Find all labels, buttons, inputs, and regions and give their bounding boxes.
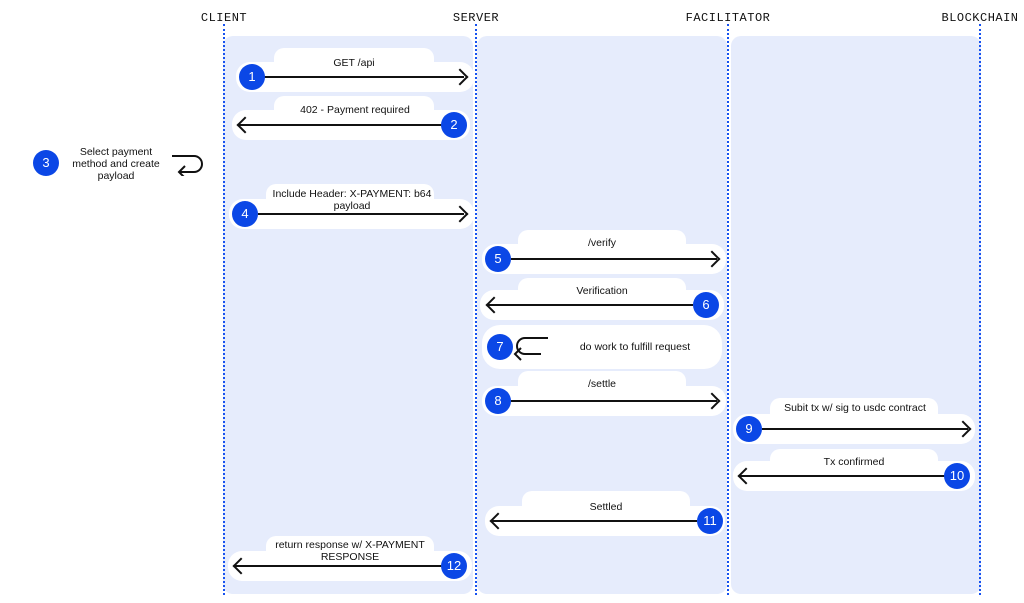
step-number: 12 [441, 553, 467, 579]
step-number: 11 [697, 508, 723, 534]
client-lifeline [223, 24, 225, 595]
message-label: 402 - Payment required [300, 104, 410, 116]
lane-header-facilitator: FACILITATOR [685, 11, 771, 25]
loop-back-icon [513, 337, 548, 361]
blockchain-lifeline [979, 24, 981, 595]
message-label: GET /api [333, 57, 375, 69]
message-label: /settle [587, 378, 616, 390]
step-number: 10 [944, 463, 970, 489]
step-number: 5 [485, 246, 511, 272]
server-lifeline [475, 24, 477, 595]
message-label: return response w/ X-PAYMENT RESPONSE [275, 539, 425, 563]
message-label: /verify [587, 237, 616, 249]
facilitator-lifeline [727, 24, 729, 595]
message-label: Subit tx w/ sig to usdc contract [784, 402, 926, 414]
loop-back-icon [172, 155, 203, 176]
message-label: do work to fulfill request [579, 341, 691, 353]
step-number: 2 [441, 112, 467, 138]
step-number: 6 [693, 292, 719, 318]
lane-header-client: CLIENT [200, 11, 248, 25]
message-label: Select payment method and create payload [72, 146, 160, 182]
message-label: Tx confirmed [823, 456, 885, 468]
step-number: 3 [33, 150, 59, 176]
message-label: Verification [576, 285, 628, 297]
step-number: 7 [487, 334, 513, 360]
facilitator-lane [731, 36, 981, 594]
message-label: Include Header: X-PAYMENT: b64 payload [272, 188, 432, 212]
lane-header-blockchain: BLOCKCHAIN [941, 11, 1019, 25]
step-number: 1 [239, 64, 265, 90]
message-label: Settled [589, 501, 623, 513]
step-number: 8 [485, 388, 511, 414]
step-number: 4 [232, 201, 258, 227]
step-number: 9 [736, 416, 762, 442]
lane-header-server: SERVER [452, 11, 500, 25]
